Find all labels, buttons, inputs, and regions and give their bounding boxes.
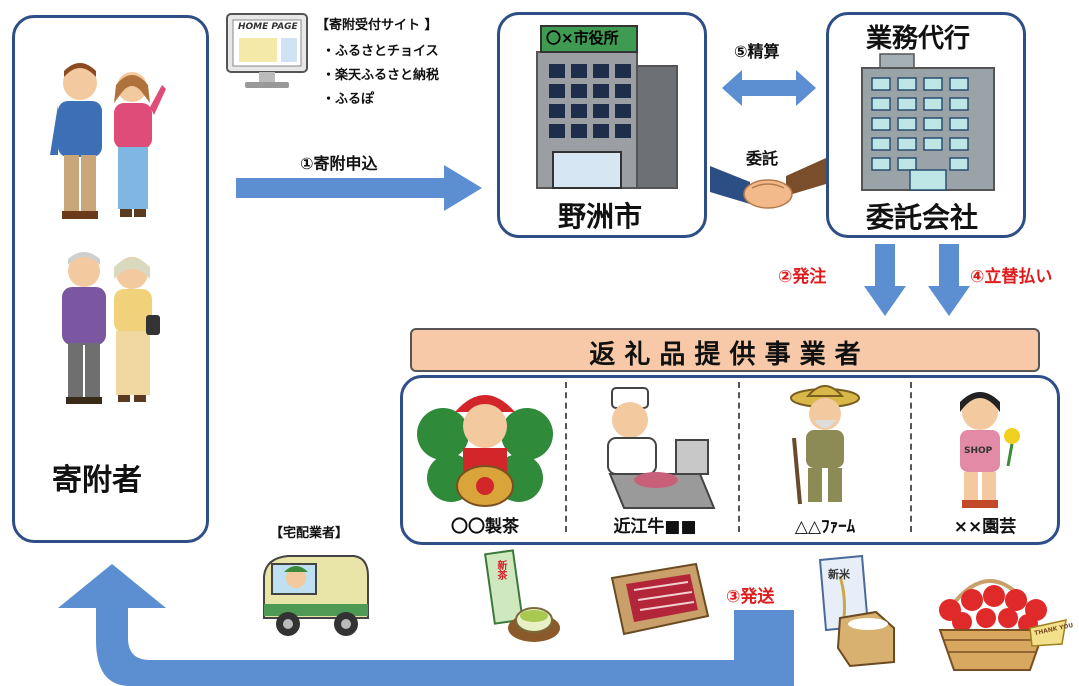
monitor-screen-text: HOME PAGE — [238, 22, 298, 32]
order-flow-label: ②発注 — [778, 267, 827, 287]
provider-divider — [910, 382, 912, 532]
order-arrow-icon — [864, 244, 906, 316]
city-sign-text: 〇×市役所 — [546, 29, 619, 47]
provider-divider — [565, 382, 567, 532]
rice-illustration — [818, 554, 895, 668]
donor-box — [12, 15, 209, 543]
delivery-label: 【宅配業者】 — [270, 526, 349, 541]
site-list-item: ・楽天ふるさと納税 — [322, 68, 440, 83]
provider-header-text: 返 礼 品 提 供 事 業 者 — [589, 340, 861, 370]
farmer-illustration — [790, 385, 860, 505]
gardener-illustration — [960, 392, 1020, 508]
tea-package-illustration — [483, 549, 560, 642]
site-list-item: ・ふるぽ — [322, 92, 375, 107]
provider-header — [410, 328, 1040, 372]
provider-name: 近江牛■■ — [613, 517, 697, 537]
advance-arrow-icon — [928, 244, 970, 316]
monitor-icon — [226, 13, 308, 88]
tea-tag: 新茶 — [495, 560, 506, 580]
agency-title: 業務代行 — [866, 24, 971, 54]
agency-building-illustration — [861, 53, 995, 191]
ship-flow-label: ③発送 — [726, 587, 775, 607]
advance-flow-label: ④立替払い — [970, 267, 1053, 287]
apply-arrow-icon — [236, 165, 482, 211]
agency-label: 委託会社 — [866, 201, 979, 234]
shop-tag: SHOP — [964, 446, 993, 456]
elderly-couple-illustration — [62, 252, 160, 404]
handshake-icon — [710, 158, 826, 209]
young-couple-illustration — [50, 63, 166, 219]
delivery-truck-illustration — [263, 555, 369, 636]
beef-box-illustration — [610, 562, 710, 636]
tea-farmer-illustration — [417, 395, 553, 507]
settle-double-arrow-icon — [722, 70, 816, 106]
flower-basket-illustration — [938, 579, 1067, 671]
provider-name: 〇〇製茶 — [451, 517, 519, 537]
site-list-title: 【寄附受付サイト 】 — [316, 18, 438, 33]
apply-flow-label: ①寄附申込 — [300, 154, 378, 173]
city-label: 野洲市 — [558, 200, 643, 233]
rice-tag: 新米 — [828, 568, 850, 581]
city-hall-building-illustration — [536, 25, 678, 189]
consign-flow-label: 委託 — [746, 149, 779, 168]
butcher-illustration — [607, 387, 716, 509]
settle-flow-label: ⑤精算 — [734, 42, 780, 61]
provider-name: △△ﾌｧｰﾑ — [794, 517, 856, 537]
provider-name: ××園芸 — [953, 517, 1017, 537]
donor-label: 寄附者 — [52, 463, 142, 498]
provider-divider — [738, 382, 740, 532]
site-list-item: ・ふるさとチョイス — [322, 44, 439, 59]
